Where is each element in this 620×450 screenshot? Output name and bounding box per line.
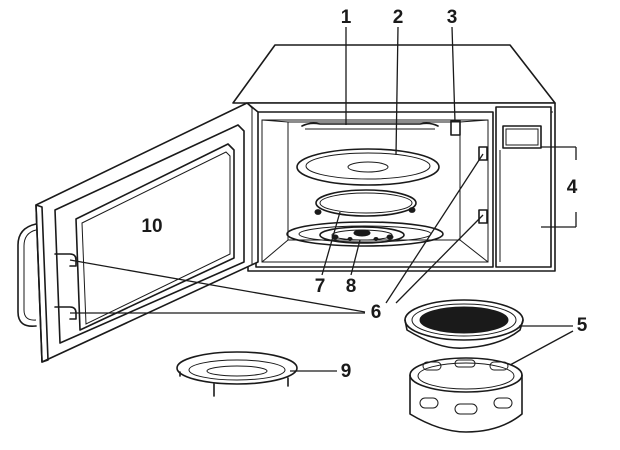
callout-4: 4 [567, 177, 578, 198]
oven-door [35, 102, 259, 363]
callout-8: 8 [346, 276, 357, 297]
callout-2: 2 [393, 7, 404, 28]
callout-10: 10 [141, 216, 162, 237]
roller-ring [314, 189, 417, 217]
low-rack [176, 351, 298, 397]
callout-3: 3 [447, 7, 458, 28]
grill-rack [296, 148, 440, 186]
door-interlock-slots [478, 146, 488, 224]
microwave-cabinet [232, 44, 556, 272]
callout-9: 9 [341, 361, 352, 382]
callout-6: 6 [371, 302, 382, 323]
door-handle [17, 223, 37, 328]
callout-5: 5 [577, 315, 588, 336]
control-panel [495, 106, 553, 268]
callout-1: 1 [341, 7, 352, 28]
crisper-ring-stand [409, 357, 523, 433]
callout-7: 7 [315, 276, 326, 297]
crisper-pan [404, 299, 524, 349]
turntable-coupling [319, 226, 405, 244]
grill-element [301, 122, 439, 130]
leader-lines [69, 26, 577, 372]
